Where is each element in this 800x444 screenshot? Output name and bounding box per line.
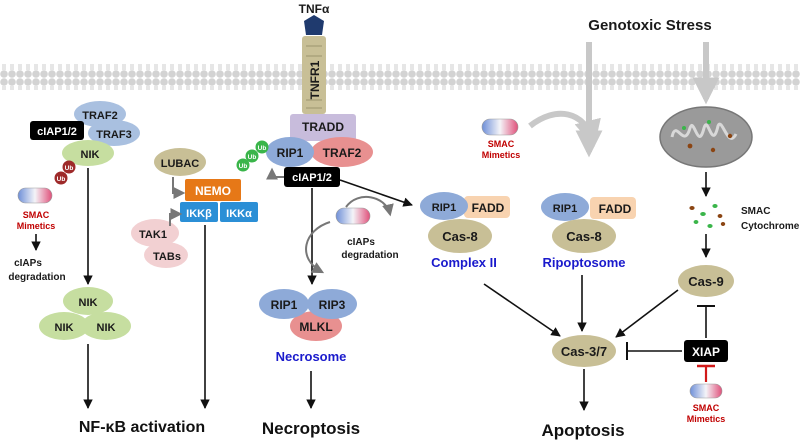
lubac-label: LUBAC bbox=[161, 158, 200, 170]
complex2-label: Complex II bbox=[431, 255, 497, 270]
necroptosis-label: Necroptosis bbox=[262, 419, 360, 438]
ub-chain-c1 bbox=[236, 140, 269, 172]
ciap-label-nc: cIAP1/2 bbox=[37, 126, 77, 138]
tak1-to-ikk-arrow bbox=[169, 208, 183, 226]
nc-degr-label-1: cIAPs bbox=[14, 258, 42, 269]
c2-fadd-label: FADD bbox=[472, 201, 505, 215]
ciap-box-nc bbox=[30, 121, 84, 140]
tabs-label: TABs bbox=[153, 251, 181, 263]
tnfr1-label: TNFR1 bbox=[308, 60, 322, 99]
necro-degr-label-2: degradation bbox=[341, 250, 398, 261]
ikka-box bbox=[220, 202, 258, 222]
tnf-label: TNFα bbox=[299, 2, 330, 16]
nc-degr-label-2: degradation bbox=[8, 272, 65, 283]
ub-label-c1b: Ub bbox=[248, 154, 257, 161]
ikka-label: IKKα bbox=[226, 208, 252, 220]
ub-label-c1c: Ub bbox=[239, 163, 248, 170]
xiap-box bbox=[684, 340, 728, 362]
nfkb-activation-label: NF-κB activation bbox=[79, 419, 205, 436]
cas37-label: Cas-3/7 bbox=[561, 344, 607, 359]
tradd-box bbox=[290, 114, 356, 141]
nik-label-top: NIK bbox=[81, 149, 100, 161]
smac-label-xiap-2: Mimetics bbox=[687, 414, 726, 424]
necro-mlkl-label: MLKL bbox=[299, 320, 332, 334]
rip1-label-c1: RIP1 bbox=[277, 146, 304, 160]
smac-mimetic-pill-complex2 bbox=[481, 118, 519, 136]
smac-label-c2-2: Mimetics bbox=[482, 150, 521, 160]
rip1-node-c1 bbox=[266, 137, 314, 167]
complex2 bbox=[420, 192, 510, 253]
cytochrome-c-label: Cytochrome c bbox=[741, 221, 800, 232]
smac-label-xiap-1: SMAC bbox=[693, 403, 720, 413]
smac-mimetic-pill-necro bbox=[335, 207, 371, 225]
necro-rip1-label: RIP1 bbox=[271, 298, 298, 312]
xiap-label: XIAP bbox=[692, 345, 720, 359]
traf2-label-nc: TRAF2 bbox=[82, 110, 117, 122]
tak1-node bbox=[131, 219, 179, 247]
smac-curve-arrow bbox=[528, 110, 601, 148]
nik-cluster-label-1: NIK bbox=[79, 297, 98, 309]
smac-mimetic-pill-xiap bbox=[689, 383, 723, 399]
ripoptosome-complex bbox=[541, 193, 636, 253]
ciap-ub-arrow bbox=[266, 167, 284, 180]
necrosome-label: Necrosome bbox=[276, 349, 347, 364]
ripo-fadd-label: FADD bbox=[599, 202, 632, 216]
nik-node-top bbox=[62, 140, 114, 166]
c2-cas8-label: Cas-8 bbox=[442, 229, 477, 244]
ciap-label-c1: cIAP1/2 bbox=[292, 172, 332, 184]
ripo-rip1-label: RIP1 bbox=[553, 203, 577, 215]
released-smac-label: SMAC bbox=[741, 206, 770, 217]
nemo-label: NEMO bbox=[195, 184, 231, 198]
necro-degr-label-1: cIAPs bbox=[347, 237, 375, 248]
traf2-label-c1: TRAF2 bbox=[323, 146, 362, 160]
lubac-to-nemo-arrow bbox=[172, 177, 186, 199]
cas37-node bbox=[552, 335, 616, 367]
tak1-label: TAK1 bbox=[139, 229, 167, 241]
ikkb-label: IKKβ bbox=[186, 208, 212, 220]
ub-label-c1: Ub bbox=[258, 145, 267, 152]
tabs-node bbox=[144, 242, 188, 268]
cas9-node bbox=[678, 265, 734, 297]
necrosome-curve bbox=[305, 221, 331, 274]
complex2-to-cas37-arrow bbox=[483, 283, 561, 337]
ub-label-nc-1: Ub bbox=[65, 165, 74, 172]
ikkb-box bbox=[180, 202, 218, 222]
ripo-cas8-label: Cas-8 bbox=[566, 229, 601, 244]
cell-membrane bbox=[0, 64, 800, 90]
c2-rip1-label: RIP1 bbox=[432, 202, 456, 214]
ub-label-nc-2: Ub bbox=[57, 176, 66, 183]
cas9-label: Cas-9 bbox=[688, 274, 723, 289]
traf2-node-c1 bbox=[311, 137, 373, 167]
lubac-node bbox=[154, 148, 206, 176]
ripoptosome-label: Ripoptosome bbox=[542, 255, 625, 270]
cas9-to-cas37-arrow bbox=[615, 289, 679, 338]
necro-rip3-label: RIP3 bbox=[319, 298, 346, 312]
smac-label-nc-1: SMAC bbox=[23, 210, 50, 220]
smac-mimetic-pill-nc bbox=[17, 187, 53, 204]
nik-cluster bbox=[39, 287, 131, 340]
complex1-to-complex2-arrow bbox=[339, 179, 413, 207]
traf3-node-nc bbox=[88, 120, 140, 146]
smac-degradation-curve bbox=[345, 195, 394, 217]
nemo-box bbox=[185, 179, 241, 201]
necrosome-complex bbox=[259, 289, 357, 341]
smac-label-c2-1: SMAC bbox=[488, 139, 515, 149]
smac-label-nc-2: Mimetics bbox=[17, 221, 56, 231]
nik-cluster-label-2: NIK bbox=[55, 322, 74, 334]
ub-chain-nc bbox=[54, 160, 76, 185]
genotoxic-stress-label: Genotoxic Stress bbox=[588, 17, 711, 34]
tnf-ligand bbox=[304, 15, 324, 35]
nik-cluster-label-3: NIK bbox=[97, 322, 116, 334]
tradd-label: TRADD bbox=[302, 120, 344, 134]
released-dots bbox=[689, 204, 726, 228]
ciap-box-c1 bbox=[284, 167, 340, 187]
apoptosis-label: Apoptosis bbox=[541, 421, 624, 440]
traf3-label-nc: TRAF3 bbox=[96, 129, 131, 141]
mitochondrion bbox=[659, 106, 753, 168]
